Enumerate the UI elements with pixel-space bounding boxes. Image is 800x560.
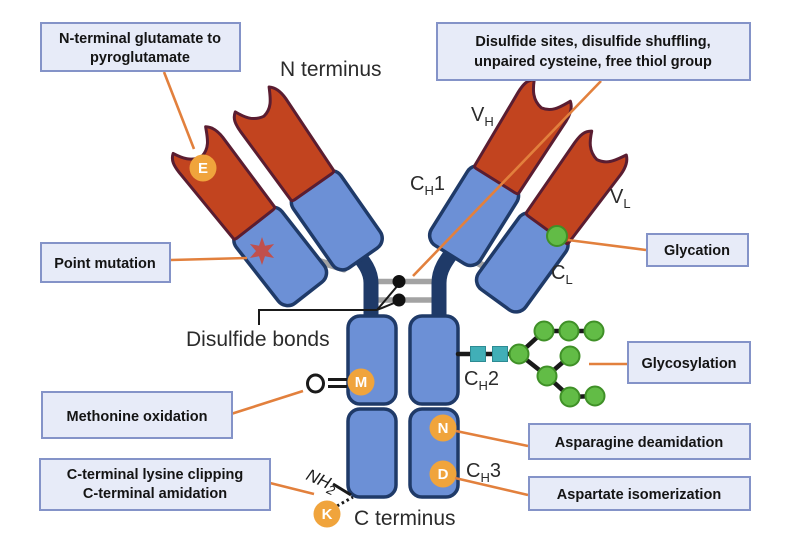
ch1-domain-label: CH1 [410, 173, 445, 198]
callout-asparagine-deamidation: Asparagine deamidation [528, 423, 751, 460]
lysine-marker-letter: K [322, 506, 333, 523]
callout-text-line: N-terminal glutamate to [59, 31, 221, 47]
point-mutation-star-icon [249, 237, 275, 265]
lysine-marker-icon [313, 500, 341, 528]
glycan-sugar-circle [533, 320, 555, 342]
ch3-domain-left [346, 407, 398, 499]
glycan-glcnac-square-1 [470, 346, 486, 362]
callout-disulfide-sites: Disulfide sites, disulfide shuffling, un… [436, 22, 751, 81]
glycan-sugar-circle [559, 386, 581, 408]
callout-c-terminal: C-terminal lysine clipping C-terminal am… [39, 458, 271, 511]
glycan-sugar-circle [583, 320, 605, 342]
disulfide-bonds-label: Disulfide bonds [186, 328, 330, 351]
callout-text-line: Asparagine deamidation [555, 435, 723, 451]
aspartate-marker-icon [429, 460, 457, 488]
callout-methonine-oxidation: Methonine oxidation [41, 391, 233, 439]
amine-bond-line [332, 482, 352, 497]
callout-aspartate-isomerization: Aspartate isomerization [528, 476, 751, 511]
methionine-marker-icon [347, 368, 375, 396]
glycan-sugar-circle [559, 345, 581, 367]
callout-text-line: Disulfide sites, disulfide shuffling, [475, 34, 710, 50]
callout-leader-lines [162, 71, 647, 497]
n-terminus-label: N terminus [280, 58, 382, 81]
glycation-site-icon [546, 225, 568, 247]
ch2-domain-label: CH2 [464, 368, 499, 393]
callout-text-line: Methonine oxidation [67, 409, 208, 425]
callout-text-line: C-terminal lysine clipping [67, 467, 243, 483]
aspartate-marker-letter: D [438, 466, 449, 483]
glutamate-marker-icon [189, 154, 217, 182]
c-terminus-label: C terminus [354, 507, 456, 530]
glycan-sugar-circle [508, 343, 530, 365]
callout-text-line: Aspartate isomerization [557, 487, 721, 503]
disulfide-dot-icon [392, 293, 406, 307]
glutamate-marker-letter: E [198, 160, 208, 177]
glycan-tree [455, 320, 606, 408]
callout-text-line: Glycation [664, 243, 730, 259]
lysine-dotted-bond-line [336, 495, 354, 508]
callout-text-line: unpaired cysteine, free thiol group [474, 54, 712, 70]
glycan-sugar-circle [536, 365, 558, 387]
callout-text-line: Point mutation [54, 256, 156, 272]
disulfide-dot-icon [392, 275, 406, 288]
callout-text-line: C-terminal amidation [83, 486, 227, 502]
vh-domain-label: VH [471, 104, 494, 129]
callout-text-line: Glycosylation [641, 356, 736, 372]
callout-glycosylation: Glycosylation [627, 341, 751, 384]
callout-n-terminal-pyroglutamate: N-terminal glutamate to pyroglutamate [40, 22, 241, 72]
cl-domain-label: CL [551, 262, 573, 287]
oxygen-double-bond-icon [306, 373, 347, 394]
glycan-sugar-circle [558, 320, 580, 342]
callout-point-mutation: Point mutation [40, 242, 171, 283]
callout-glycation: Glycation [646, 233, 749, 267]
site-markers: E M N D K [189, 154, 457, 528]
glycan-glcnac-square-2 [492, 346, 508, 362]
asparagine-marker-letter: N [438, 420, 449, 437]
vl-domain-label: VL [610, 186, 631, 211]
methionine-marker-letter: M [355, 374, 368, 391]
glycan-sugar-circle [584, 385, 606, 407]
asparagine-marker-icon [429, 414, 457, 442]
ch2-domain-right [408, 314, 460, 406]
callout-text-line: pyroglutamate [90, 50, 190, 66]
ch3-domain-label: CH3 [466, 460, 501, 485]
